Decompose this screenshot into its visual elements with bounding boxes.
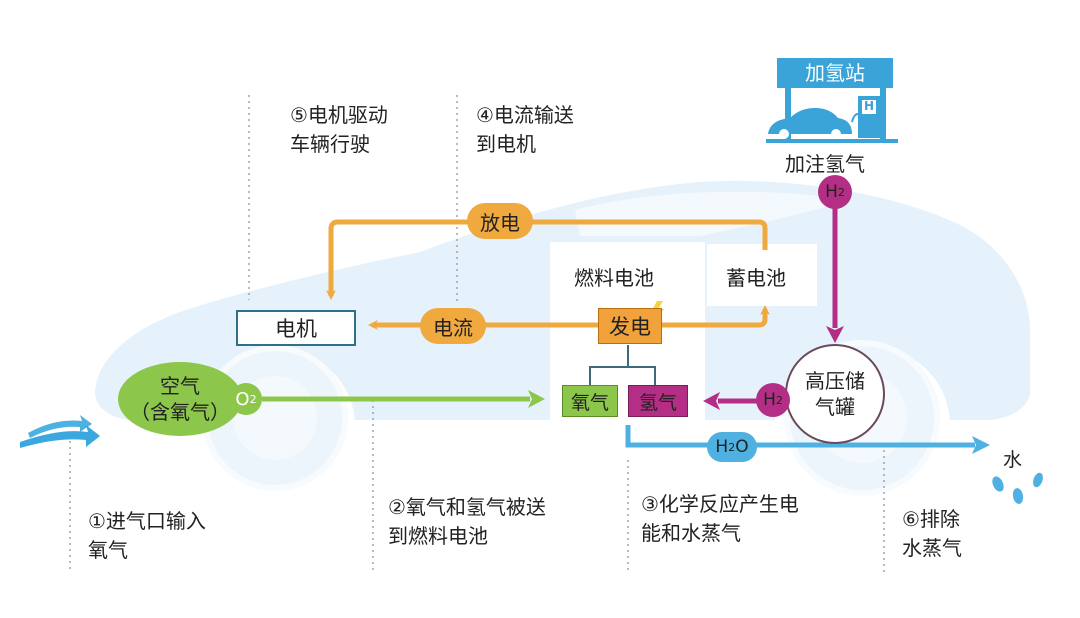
hydrogen-box: 氢气 [628, 385, 688, 417]
fuel-cell-connector [589, 345, 656, 385]
step3-label: ③化学反应产生电 能和水蒸气 [641, 492, 799, 545]
water-line [625, 425, 975, 448]
refuel-label: 加注氢气 [785, 152, 865, 176]
discharge-line [326, 219, 768, 300]
discharge-pill: 放电 [467, 203, 533, 239]
step1-label: ①进气口输入 氧气 [88, 509, 206, 562]
air-bubble: 空气 （含氧气） [118, 362, 242, 436]
step5-label: ⑤电机驱动 车辆行驶 [290, 103, 388, 156]
water-drops-icon [992, 472, 1043, 504]
guide-lines [69, 95, 885, 572]
tank-label-line1: 高压储 [805, 369, 865, 393]
air-label-line1: 空气 [160, 374, 200, 398]
car-window [575, 191, 850, 236]
motor-box: 电机 [236, 310, 356, 346]
water-label: 水 [1003, 449, 1023, 471]
current-pill: 电流 [420, 308, 486, 344]
tank-label-line2: 气罐 [815, 395, 855, 419]
oxygen-box: 氧气 [562, 385, 618, 417]
hydrogen-tank: 高压储 气罐 [785, 344, 885, 444]
battery-panel [707, 244, 817, 306]
hydrogen-supply-arrowhead [703, 392, 720, 410]
fuel-cell-title: 燃料电池 [574, 266, 654, 290]
step6-label: ⑥排除 水蒸气 [902, 507, 962, 560]
water-arrowhead [972, 436, 990, 454]
station-title: 加氢站 [805, 61, 865, 85]
hydrogen-feed-arrowhead [826, 326, 844, 343]
gas-station-icon [766, 58, 898, 143]
air-intake-icon [20, 415, 100, 448]
step2-label: ②氧气和氢气被送 到燃料电池 [388, 495, 546, 548]
charge-line [662, 305, 770, 328]
oxygen-arrowhead [528, 390, 545, 408]
station-h-mark: H [863, 99, 875, 113]
battery-label: 蓄电池 [726, 266, 786, 290]
air-label-line2: （含氧气） [130, 400, 230, 424]
generate-box: 发电 [598, 308, 662, 344]
step4-label: ④电流输送 到电机 [476, 103, 574, 156]
